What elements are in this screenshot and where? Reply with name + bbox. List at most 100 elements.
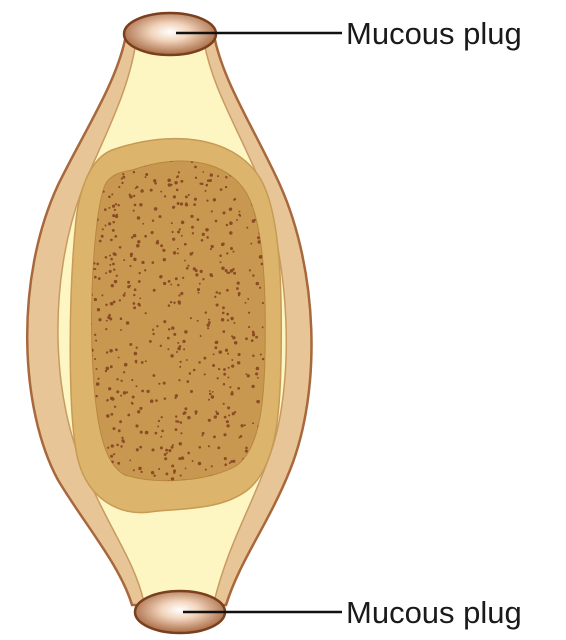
- granule-dot: [180, 180, 183, 183]
- granule-dot: [173, 251, 177, 255]
- granule-dot: [220, 261, 222, 263]
- granule-dot: [150, 189, 153, 192]
- granule-dot: [105, 370, 107, 372]
- granule-dot: [94, 298, 97, 301]
- embryo-core: [92, 161, 266, 481]
- granule-dot: [202, 233, 205, 236]
- granule-dot: [120, 329, 122, 331]
- granule-dot: [135, 424, 138, 427]
- granule-dot: [134, 204, 137, 207]
- granule-dot: [117, 462, 120, 465]
- granule-dot: [108, 195, 111, 198]
- granule-dot: [172, 238, 175, 241]
- granule-dot: [133, 234, 137, 238]
- granule-dot: [107, 447, 109, 449]
- granule-dot: [252, 274, 254, 276]
- granule-dot: [227, 353, 229, 355]
- granule-dot: [94, 358, 96, 360]
- granule-dot: [229, 231, 232, 234]
- granule-dot: [185, 195, 188, 198]
- granule-dot: [219, 350, 223, 354]
- granule-dot: [152, 374, 155, 377]
- granule-dot: [94, 268, 96, 270]
- granule-dot: [216, 291, 219, 294]
- granule-dot: [197, 320, 199, 322]
- granule-dot: [191, 252, 193, 254]
- granule-dot: [118, 204, 120, 206]
- granule-dot: [152, 329, 154, 331]
- granule-dot: [214, 415, 217, 418]
- granule-dot: [226, 420, 229, 423]
- granule-dot: [218, 368, 220, 370]
- granule-dot: [133, 469, 135, 471]
- granule-dot: [106, 320, 108, 322]
- granule-dot: [173, 333, 176, 336]
- granule-dot: [145, 312, 147, 314]
- granule-dot: [120, 395, 122, 397]
- granule-dot: [137, 216, 140, 219]
- granule-dot: [122, 173, 124, 175]
- granule-dot: [149, 340, 152, 343]
- granule-dot: [256, 367, 260, 371]
- granule-dot: [96, 368, 98, 370]
- granule-dot: [93, 262, 95, 264]
- granule-dot: [131, 236, 133, 238]
- granule-dot: [170, 354, 174, 358]
- granule-dot: [101, 294, 103, 296]
- granule-dot: [224, 463, 227, 466]
- granule-dot: [151, 231, 154, 234]
- granule-dot: [211, 465, 213, 467]
- granule-dot: [113, 301, 116, 304]
- granule-dot: [226, 252, 228, 254]
- granule-dot: [258, 240, 261, 243]
- granule-dot: [109, 318, 112, 321]
- granule-dot: [223, 403, 225, 405]
- granule-dot: [112, 263, 115, 266]
- granule-dot: [168, 328, 170, 330]
- granule-dot: [118, 357, 120, 359]
- granule-dot: [180, 292, 183, 295]
- granule-dot: [178, 171, 180, 173]
- granule-dot: [156, 241, 160, 245]
- granule-dot: [165, 472, 168, 475]
- granule-dot: [116, 444, 119, 447]
- granule-dot: [170, 301, 172, 303]
- granule-dot: [210, 248, 212, 250]
- granule-dot: [126, 391, 128, 393]
- granule-dot: [140, 471, 142, 473]
- granule-dot: [193, 369, 196, 372]
- granule-dot: [191, 226, 194, 229]
- granule-dot: [230, 247, 233, 250]
- granule-dot: [187, 416, 191, 420]
- granule-dot: [194, 198, 197, 201]
- granule-dot: [256, 400, 260, 404]
- granule-dot: [152, 333, 154, 335]
- granule-dot: [139, 297, 141, 299]
- granule-dot: [113, 427, 116, 430]
- granule-dot: [137, 303, 140, 306]
- granule-dot: [139, 407, 142, 410]
- granule-dot: [137, 240, 140, 243]
- granule-dot: [211, 210, 213, 212]
- granule-dot: [186, 380, 189, 383]
- granule-dot: [220, 188, 223, 191]
- granule-dot: [131, 402, 133, 404]
- granule-dot: [97, 378, 99, 380]
- granule-dot: [112, 205, 115, 208]
- granule-dot: [262, 302, 264, 304]
- granule-dot: [124, 363, 128, 367]
- granule-dot: [262, 326, 264, 328]
- granule-dot: [186, 359, 188, 361]
- granule-dot: [171, 222, 173, 224]
- granule-dot: [248, 326, 250, 328]
- granule-dot: [152, 220, 154, 222]
- granule-dot: [121, 178, 123, 180]
- granule-dot: [104, 208, 107, 211]
- granule-dot: [222, 330, 225, 333]
- granule-dot: [104, 224, 106, 226]
- granule-dot: [232, 460, 235, 463]
- granule-dot: [227, 377, 229, 379]
- granule-dot: [238, 294, 240, 296]
- granule-dot: [124, 292, 126, 294]
- granule-dot: [172, 206, 175, 209]
